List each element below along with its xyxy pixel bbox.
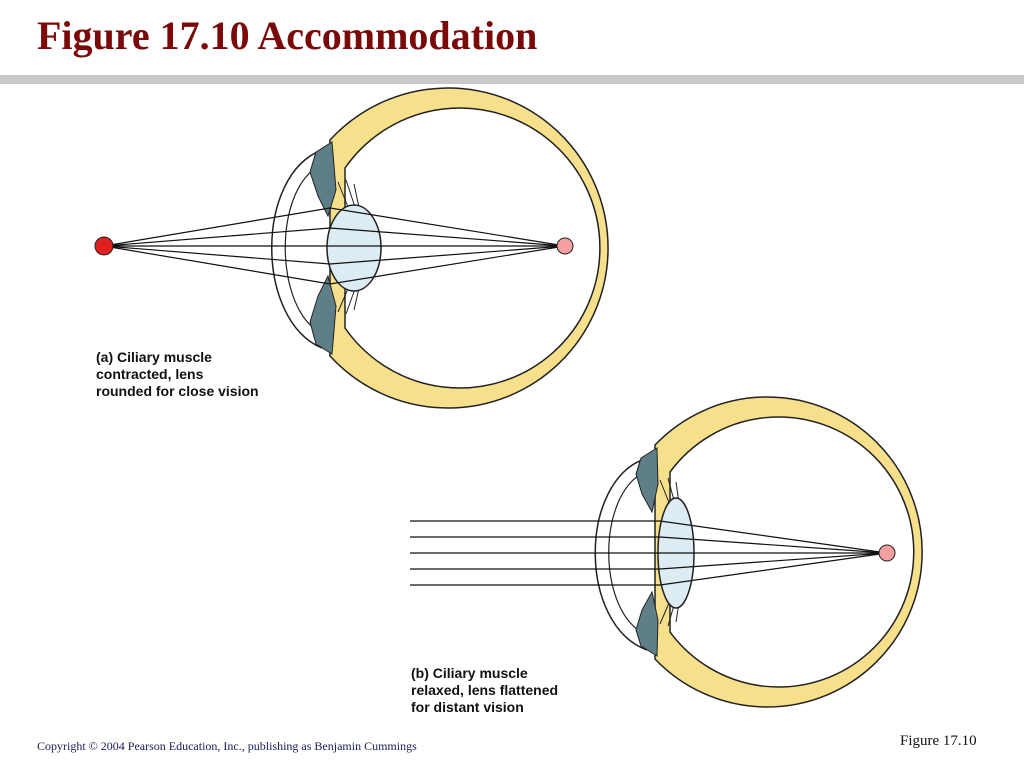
near-object-point xyxy=(94,236,114,256)
ciliary-muscle-lower-b xyxy=(635,590,659,657)
caption-a-line: (a) Ciliary muscle xyxy=(96,349,212,365)
page-title: Figure 17.10 Accommodation xyxy=(37,13,538,58)
lens-rounded xyxy=(326,204,382,292)
caption-a-line: contracted, lens xyxy=(96,366,204,382)
sclera-b xyxy=(654,396,923,708)
eye-distant-vision xyxy=(410,396,923,708)
title-divider xyxy=(0,75,1024,84)
sclera-a xyxy=(329,87,609,409)
caption-a-line: rounded for close vision xyxy=(96,383,259,399)
cornea-a xyxy=(271,149,323,349)
caption-distant-vision: (b) Ciliary muscle relaxed, lens flatten… xyxy=(411,665,558,716)
ciliary-muscle-lower-a xyxy=(309,274,337,355)
light-rays-a xyxy=(103,207,566,285)
caption-b-line: for distant vision xyxy=(411,699,524,715)
figure-label: Figure 17.10 xyxy=(900,733,977,749)
focal-point-a xyxy=(556,237,574,255)
focal-point-b xyxy=(878,544,896,562)
copyright-notice: Copyright © 2004 Pearson Education, Inc.… xyxy=(37,739,417,753)
eye-close-vision xyxy=(94,87,609,409)
caption-b-line: relaxed, lens flattened xyxy=(411,682,559,698)
caption-b-line: (b) Ciliary muscle xyxy=(411,665,528,681)
anterior-chamber-a xyxy=(284,167,317,331)
caption-close-vision: (a) Ciliary muscle contracted, lens roun… xyxy=(96,349,259,400)
ciliary-muscle-upper-a xyxy=(309,141,337,218)
light-rays-b xyxy=(410,520,888,586)
ciliary-muscle-upper-b xyxy=(635,447,659,514)
